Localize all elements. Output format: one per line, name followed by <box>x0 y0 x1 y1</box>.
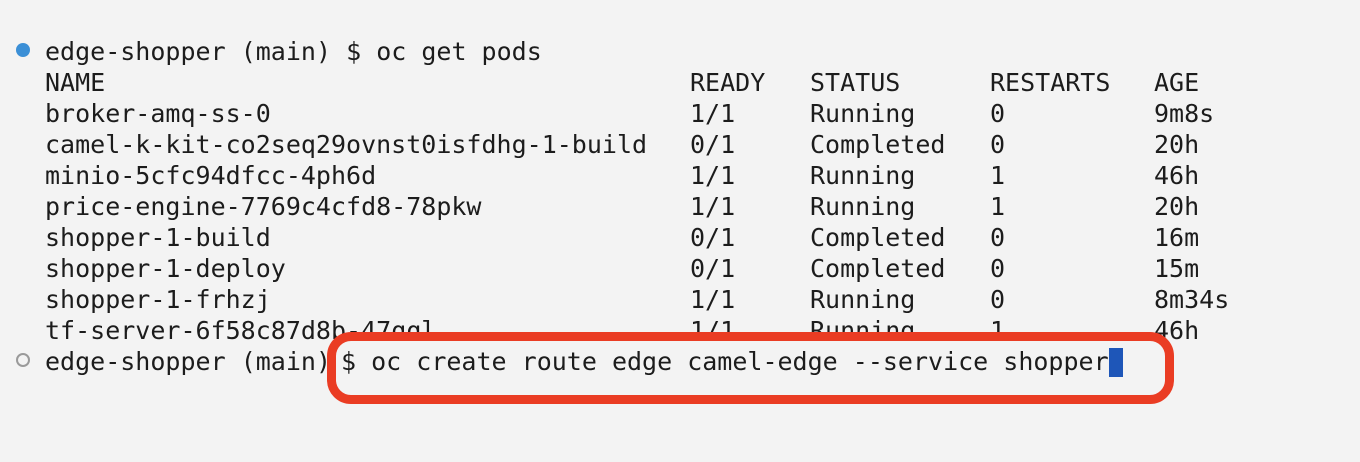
pod-age: 16m <box>1154 223 1200 252</box>
pod-age: 20h <box>1154 192 1200 221</box>
header-ready: READY <box>690 68 766 97</box>
pod-ready: 1/1 <box>690 192 736 221</box>
header-status: STATUS <box>810 68 901 97</box>
pod-name: camel-k-kit-co2seq29ovnst0isfdhg-1-build <box>45 130 648 159</box>
pod-status: Completed <box>810 130 946 159</box>
pod-restarts: 0 <box>990 285 1006 314</box>
pod-ready: 1/1 <box>690 99 736 128</box>
pod-age: 8m34s <box>1154 285 1230 314</box>
pod-restarts: 0 <box>990 254 1006 283</box>
pod-status: Running <box>810 99 916 128</box>
table-row: camel-k-kit-co2seq29ovnst0isfdhg-1-build… <box>45 129 1199 160</box>
command-input[interactable]: $ oc create route edge camel-edge --serv… <box>341 346 1123 377</box>
pod-restarts: 0 <box>990 223 1006 252</box>
table-row: shopper-1-build 0/1 Completed 0 16m <box>45 222 1199 253</box>
prompt-dir: edge-shopper <box>45 37 226 66</box>
pod-age: 20h <box>1154 130 1200 159</box>
pod-ready: 1/1 <box>690 161 736 190</box>
pod-status: Completed <box>810 254 946 283</box>
pod-name: tf-server-6f58c87d8b-47qql <box>45 316 437 345</box>
table-row: shopper-1-frhzj 1/1 Running 0 8m34s <box>45 284 1229 315</box>
prompt-branch: (main) <box>240 347 331 376</box>
header-age: AGE <box>1154 68 1200 97</box>
pod-name: shopper-1-frhzj <box>45 285 271 314</box>
pod-age: 46h <box>1154 316 1200 345</box>
pod-name: shopper-1-deploy <box>45 254 286 283</box>
pod-age: 46h <box>1154 161 1200 190</box>
table-row: price-engine-7769c4cfd8-78pkw 1/1 Runnin… <box>45 191 1199 222</box>
table-row: shopper-1-deploy 0/1 Completed 0 15m <box>45 253 1199 284</box>
prompt-line-2: edge-shopper (main) <box>45 346 331 377</box>
pod-status: Running <box>810 192 916 221</box>
table-row: minio-5cfc94dfcc-4ph6d 1/1 Running 1 46h <box>45 160 1199 191</box>
prompt-dir: edge-shopper <box>45 347 226 376</box>
typed-command: oc create route edge camel-edge --servic… <box>371 347 1109 376</box>
pod-status: Running <box>810 285 916 314</box>
pod-age: 9m8s <box>1154 99 1215 128</box>
table-header: NAME READY STATUS RESTARTS AGE <box>45 67 1199 98</box>
prompt-symbol: $ <box>346 37 362 66</box>
pod-age: 15m <box>1154 254 1200 283</box>
pod-ready: 0/1 <box>690 254 736 283</box>
pod-ready: 1/1 <box>690 316 736 345</box>
pod-name: minio-5cfc94dfcc-4ph6d <box>45 161 377 190</box>
command-pending-marker-icon <box>16 353 30 367</box>
header-restarts: RESTARTS <box>990 68 1111 97</box>
pod-ready: 0/1 <box>690 130 736 159</box>
prompt-branch: (main) <box>240 37 331 66</box>
pod-name: shopper-1-build <box>45 223 271 252</box>
prompt-symbol: $ <box>341 347 357 376</box>
pod-restarts: 1 <box>990 192 1006 221</box>
pod-restarts: 0 <box>990 130 1006 159</box>
pod-restarts: 1 <box>990 161 1006 190</box>
pod-ready: 0/1 <box>690 223 736 252</box>
pod-restarts: 0 <box>990 99 1006 128</box>
prompt-line-1: edge-shopper (main) $ oc get pods <box>45 36 542 67</box>
table-row: tf-server-6f58c87d8b-47qql 1/1 Running 1… <box>45 315 1199 346</box>
pod-name: broker-amq-ss-0 <box>45 99 271 128</box>
pod-ready: 1/1 <box>690 285 736 314</box>
pod-restarts: 1 <box>990 316 1006 345</box>
header-name: NAME <box>45 68 106 97</box>
pod-status: Completed <box>810 223 946 252</box>
pod-status: Running <box>810 316 916 345</box>
prompt-command: oc get pods <box>376 37 542 66</box>
pod-name: price-engine-7769c4cfd8-78pkw <box>45 192 482 221</box>
pod-status: Running <box>810 161 916 190</box>
command-success-marker-icon[interactable] <box>16 43 30 57</box>
text-cursor <box>1108 348 1123 377</box>
table-row: broker-amq-ss-0 1/1 Running 0 9m8s <box>45 98 1214 129</box>
